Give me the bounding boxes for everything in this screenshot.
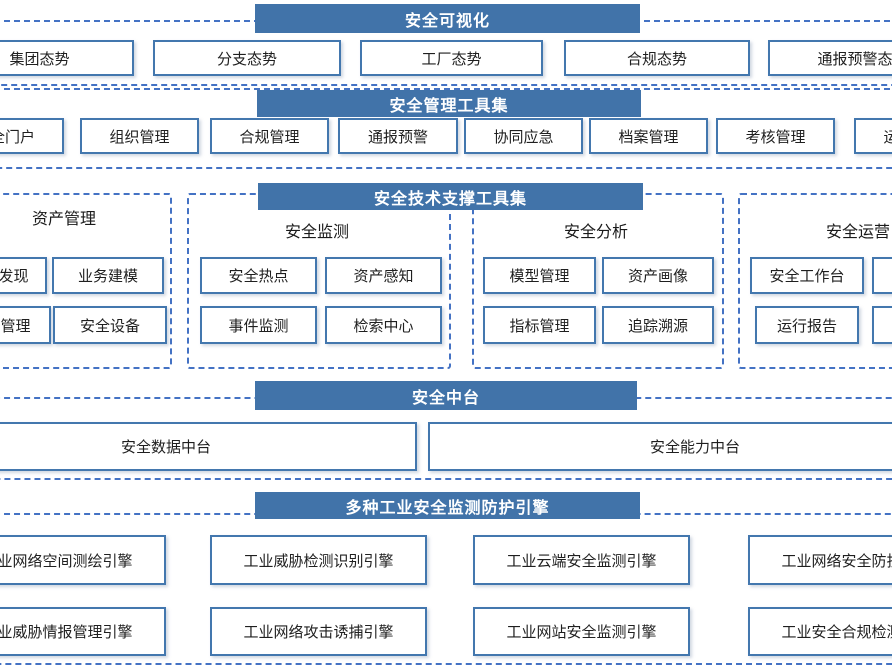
section-panel-management-tools <box>0 88 892 169</box>
diagram-box: 安全热点 <box>200 257 317 294</box>
diagram-box: 集团态势 <box>0 40 134 76</box>
diagram-box <box>872 257 892 294</box>
section-header-engines: 多种工业安全监测防护引擎 <box>255 492 640 519</box>
diagram-box: 分支态势 <box>153 40 341 76</box>
diagram-box <box>872 306 892 344</box>
diagram-box: 检索中心 <box>325 306 442 344</box>
diagram-box: 工业网络攻击诱捕引擎 <box>210 607 427 656</box>
diagram-box: 工业威胁情报管理引擎 <box>0 607 166 656</box>
diagram-box: 通报预警 <box>338 118 458 154</box>
group-title: 资产管理 <box>31 211 96 228</box>
diagram-box: 工业云端安全监测引擎 <box>473 535 690 585</box>
group-title: 安全监测 <box>284 224 349 241</box>
diagram-box: 安全工作台 <box>750 257 864 294</box>
diagram-box: 追踪溯源 <box>602 306 714 344</box>
diagram-box: 运维管理 <box>854 118 892 154</box>
diagram-box: 协同应急 <box>464 118 583 154</box>
diagram-box: 资产画像 <box>602 257 714 294</box>
section-header-middle-platform: 安全中台 <box>255 381 637 410</box>
section-header-management-tools: 安全管理工具集 <box>257 90 641 117</box>
diagram-box: 工业网站安全监测引擎 <box>473 607 690 656</box>
section-header-tech-support-tools: 安全技术支撑工具集 <box>258 183 643 210</box>
diagram-box: 工厂态势 <box>360 40 543 76</box>
diagram-box: 工业网络安全防护引擎 <box>748 535 892 585</box>
diagram-box: 指标管理 <box>483 306 596 344</box>
diagram-box: 安全设备 <box>53 306 167 344</box>
group-panel-security-operation <box>738 193 892 369</box>
diagram-box: 档案管理 <box>589 118 708 154</box>
diagram-box: 工业安全合规检测引擎 <box>748 607 892 656</box>
group-title: 安全运营 <box>825 224 890 241</box>
diagram-box: 合规管理 <box>210 118 329 154</box>
diagram-box: 运行报告 <box>755 306 859 344</box>
diagram-box: 合规态势 <box>564 40 750 76</box>
diagram-box: 事件监测 <box>200 306 317 344</box>
diagram-box: 安全门户 <box>0 118 64 154</box>
diagram-box: 资产感知 <box>325 257 442 294</box>
diagram-box: 业务建模 <box>52 257 164 294</box>
diagram-box: 安全数据中台 <box>0 422 417 471</box>
diagram-box: 安全能力中台 <box>428 422 892 471</box>
diagram-box: 组织管理 <box>80 118 199 154</box>
diagram-box: 通报预警态势 <box>768 40 892 76</box>
section-header-visualization: 安全可视化 <box>255 4 640 33</box>
diagram-box: 考核管理 <box>716 118 835 154</box>
diagram-box: 模型管理 <box>483 257 596 294</box>
diagram-box: 工业网络空间测绘引擎 <box>0 535 166 585</box>
diagram-box: 资产发现 <box>0 257 47 294</box>
group-title: 安全分析 <box>563 224 628 241</box>
group-panel-asset-management <box>0 193 172 369</box>
diagram-box: 工业威胁检测识别引擎 <box>210 535 427 585</box>
diagram-box: 台账管理 <box>0 306 51 344</box>
